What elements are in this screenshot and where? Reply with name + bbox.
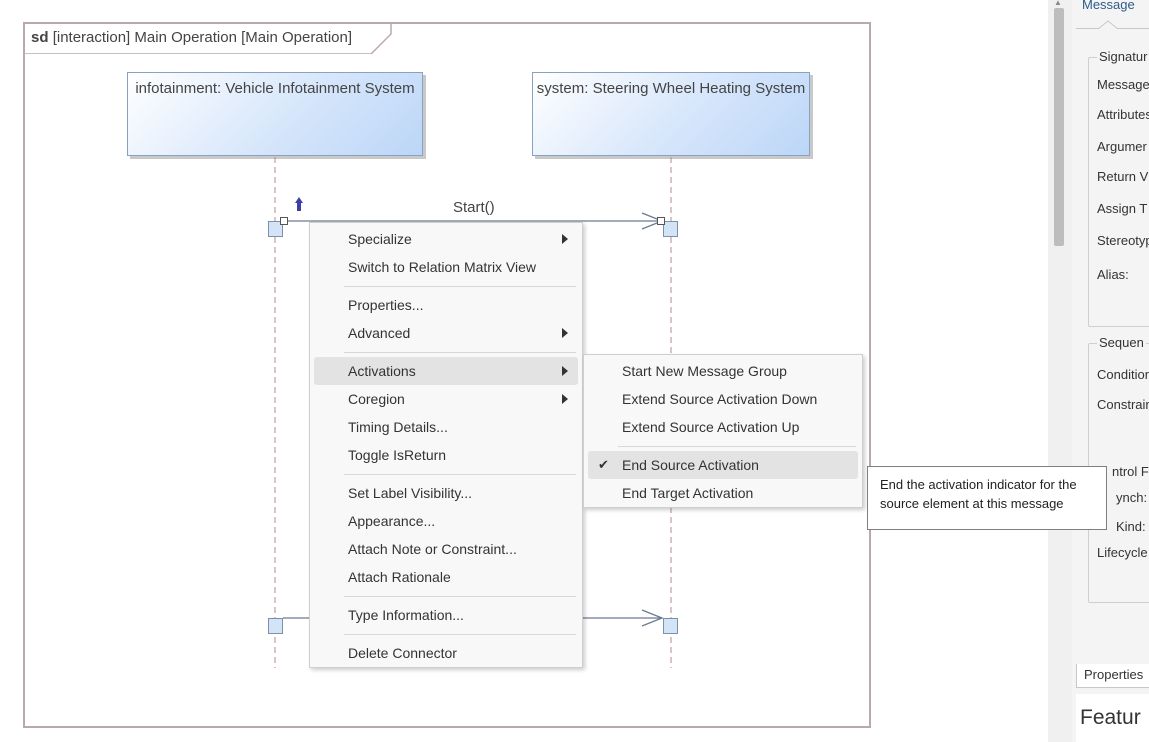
tab-pointer-icon — [1098, 20, 1118, 30]
properties-panel: Message Signatur Message Attributes Argu… — [1072, 0, 1149, 742]
menu-item-switch-relation-matrix[interactable]: Switch to Relation Matrix View — [314, 253, 578, 281]
menu-separator — [344, 286, 576, 287]
submenu-arrow-icon — [562, 366, 568, 376]
menu-item-label: Extend Source Activation Up — [622, 419, 800, 435]
menu-item-label: Activations — [348, 363, 416, 379]
lifeline-system-title: system: Steering Wheel Heating System — [536, 80, 806, 97]
frame-tab-outline — [23, 22, 392, 54]
menu-item-timing-details[interactable]: Timing Details... — [314, 413, 578, 441]
menu-item-attach-note[interactable]: Attach Note or Constraint... — [314, 535, 578, 563]
menu-item-label: Specialize — [348, 231, 412, 247]
tab-properties-label: Properties — [1084, 667, 1144, 682]
menu-item-attach-rationale[interactable]: Attach Rationale — [314, 563, 578, 591]
menu-item-label: Coregion — [348, 391, 405, 407]
field-label: Argumer — [1097, 139, 1147, 154]
control-group-title: ntrol F — [1112, 464, 1149, 479]
menu-separator — [344, 474, 576, 475]
tooltip: End the activation indicator for the sou… — [867, 466, 1107, 530]
menu-item-label: Attach Note or Constraint... — [348, 541, 517, 557]
tab-properties[interactable]: Properties — [1076, 664, 1149, 688]
menu-item-label: Switch to Relation Matrix View — [348, 259, 537, 275]
menu-separator — [344, 634, 576, 635]
menu-separator — [344, 352, 576, 353]
signature-group — [1088, 57, 1149, 327]
activation-source-bottom[interactable] — [268, 618, 283, 634]
activations-submenu: Start New Message Group Extend Source Ac… — [583, 354, 863, 508]
frame-kind: sd — [31, 29, 49, 46]
connector-handle-target[interactable] — [657, 217, 665, 225]
menu-item-activations[interactable]: Activations — [314, 357, 578, 385]
menu-separator — [618, 446, 856, 447]
menu-item-label: Properties... — [348, 297, 424, 313]
field-label: Assign T — [1097, 201, 1148, 216]
submenu-item-end-target-activation[interactable]: End Target Activation — [588, 479, 858, 507]
scrollbar-thumb[interactable] — [1054, 8, 1064, 246]
scroll-up-icon[interactable]: ▲ — [1054, 0, 1062, 7]
field-label: Stereotyp — [1097, 233, 1149, 248]
menu-item-advanced[interactable]: Advanced — [314, 319, 578, 347]
features-section: Featur — [1076, 694, 1149, 742]
submenu-arrow-icon — [562, 234, 568, 244]
connector-handle-source[interactable] — [280, 217, 288, 225]
tooltip-text: End the activation indicator for the sou… — [880, 477, 1077, 511]
submenu-arrow-icon — [562, 394, 568, 404]
menu-item-label: Timing Details... — [348, 419, 448, 435]
field-label: ynch: — [1116, 490, 1148, 505]
message-label[interactable]: Start() — [453, 199, 495, 216]
menu-item-label: Toggle IsReturn — [348, 447, 447, 463]
menu-item-specialize[interactable]: Specialize — [314, 225, 578, 253]
menu-item-label: Attach Rationale — [348, 569, 451, 585]
menu-item-properties[interactable]: Properties... — [314, 291, 578, 319]
menu-item-appearance[interactable]: Appearance... — [314, 507, 578, 535]
menu-item-label: Delete Connector — [348, 645, 457, 661]
menu-item-type-information[interactable]: Type Information... — [314, 601, 578, 629]
submenu-item-extend-up[interactable]: Extend Source Activation Up — [588, 413, 858, 441]
field-label: Alias: — [1097, 267, 1129, 282]
menu-item-delete-connector[interactable]: Delete Connector — [314, 639, 578, 667]
menu-item-coregion[interactable]: Coregion — [314, 385, 578, 413]
field-label: Condition — [1097, 367, 1149, 382]
interaction-frame[interactable] — [23, 22, 871, 728]
second-message-arrowhead — [641, 609, 664, 627]
field-label: Return V — [1097, 169, 1149, 184]
menu-item-label: Extend Source Activation Down — [622, 391, 818, 407]
field-label: Message — [1097, 77, 1149, 92]
up-arrow-icon — [295, 197, 303, 211]
field-label: Attributes — [1097, 107, 1149, 122]
menu-item-toggle-isreturn[interactable]: Toggle IsReturn — [314, 441, 578, 469]
menu-item-label: Appearance... — [348, 513, 436, 529]
menu-item-label: Set Label Visibility... — [348, 485, 472, 501]
checkmark-icon: ✔ — [598, 457, 609, 472]
field-label: Kind: — [1116, 519, 1146, 534]
menu-item-label: Start New Message Group — [622, 363, 787, 379]
submenu-item-start-message-group[interactable]: Start New Message Group — [588, 357, 858, 385]
field-label: Constrain — [1097, 397, 1149, 412]
menu-separator — [344, 596, 576, 597]
context-menu: Specialize Switch to Relation Matrix Vie… — [309, 222, 583, 668]
menu-item-set-label-visibility[interactable]: Set Label Visibility... — [314, 479, 578, 507]
lifeline-infotainment-title: infotainment: Vehicle Infotainment Syste… — [135, 80, 415, 97]
frame-title: [interaction] Main Operation [Main Opera… — [52, 29, 353, 46]
activation-target-bottom[interactable] — [663, 618, 678, 634]
menu-item-label: End Target Activation — [622, 485, 754, 501]
activation-source-top[interactable] — [268, 221, 283, 237]
submenu-arrow-icon — [562, 328, 568, 338]
menu-item-label: End Source Activation — [622, 457, 759, 473]
lifeline-system[interactable]: system: Steering Wheel Heating System — [532, 72, 810, 156]
menu-item-label: Advanced — [348, 325, 411, 341]
tab-message[interactable]: Message — [1082, 0, 1135, 12]
frame-label: sd [interaction] Main Operation [Main Op… — [31, 29, 352, 46]
submenu-item-extend-down[interactable]: Extend Source Activation Down — [588, 385, 858, 413]
sequence-group-title: Sequen — [1097, 335, 1146, 350]
features-heading: Featur — [1080, 706, 1141, 729]
menu-item-label: Type Information... — [348, 607, 464, 623]
field-label: Lifecycle — [1097, 545, 1148, 560]
activation-target-top[interactable] — [663, 221, 678, 237]
signature-group-title: Signatur — [1097, 49, 1149, 64]
submenu-item-end-source-activation[interactable]: ✔ End Source Activation — [588, 451, 858, 479]
lifeline-infotainment[interactable]: infotainment: Vehicle Infotainment Syste… — [127, 72, 423, 156]
